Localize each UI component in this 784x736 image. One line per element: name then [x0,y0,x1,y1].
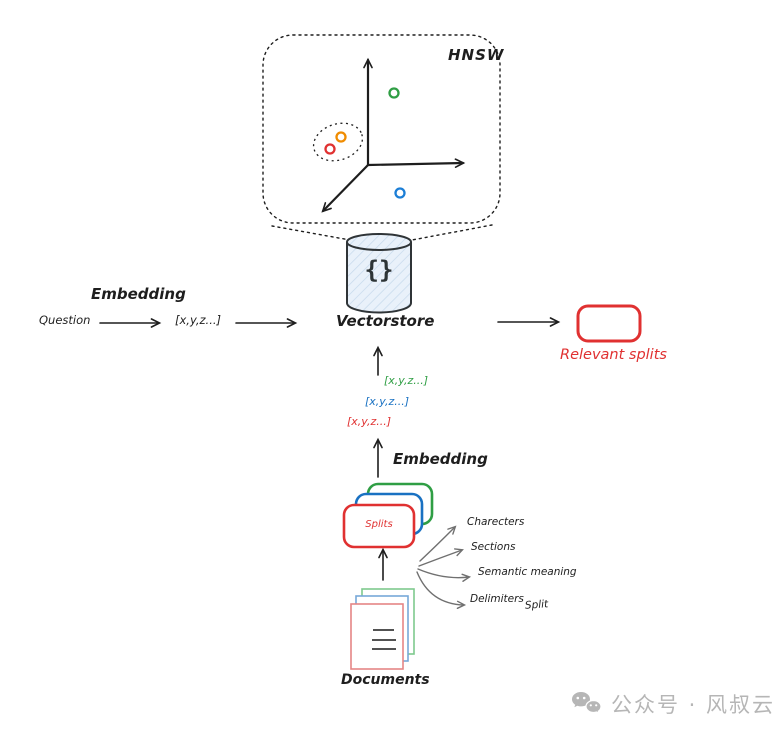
document-text-lines [372,629,396,650]
method-semantic-label: Semantic meaning [478,566,577,578]
splits-label: Splits [365,519,393,530]
question-label: Question [39,313,91,327]
watermark: 公众号 · 风叔云 [571,689,775,719]
method-delimiters-label: Delimiters [470,593,524,605]
fan-arrow-sections [418,548,464,567]
fan-arrow-semantic [417,568,472,582]
hnsw-label: HNSW [448,46,505,64]
axes-3d [321,57,466,213]
watermark-text: 公众号 · 风叔云 [611,693,776,717]
method-charecters-label: Charecters [467,516,525,528]
wechat-icon [572,692,602,715]
vector-red-label: [x,y,z...] [347,415,392,428]
red-point [324,143,336,155]
embedding-index-label: Embedding [393,450,488,468]
splits-stack [342,482,434,549]
fan-arrow-charecters [419,525,457,562]
fan-arrows [416,525,472,610]
vector-green-label: [x,y,z...] [384,374,429,387]
documents-stack [350,588,415,670]
vector-points [324,87,406,199]
vectorstore-cylinder [346,233,412,314]
blue-point [394,187,406,199]
fan-arrow-delimiters [416,571,467,610]
green-point [388,87,400,99]
document-page-red [350,603,404,670]
split-note-label: Split [524,598,549,612]
vectorstore-label: Vectorstore [336,312,435,330]
relevant-splits-label: Relevant splits [560,347,667,363]
query-vector-label: [x,y,z...] [175,313,222,327]
vector-blue-label: [x,y,z...] [365,395,410,408]
vectorstore-braces: {} [364,256,394,284]
split-card-red [342,503,416,549]
relevant-splits-box [576,304,642,343]
flow-arrows [99,317,561,581]
documents-label: Documents [341,672,430,688]
hnsw-box [262,34,501,241]
method-sections-label: Sections [471,541,516,553]
embedding-query-label: Embedding [91,285,186,303]
orange-point [335,131,347,143]
cluster-ellipse [312,122,364,162]
